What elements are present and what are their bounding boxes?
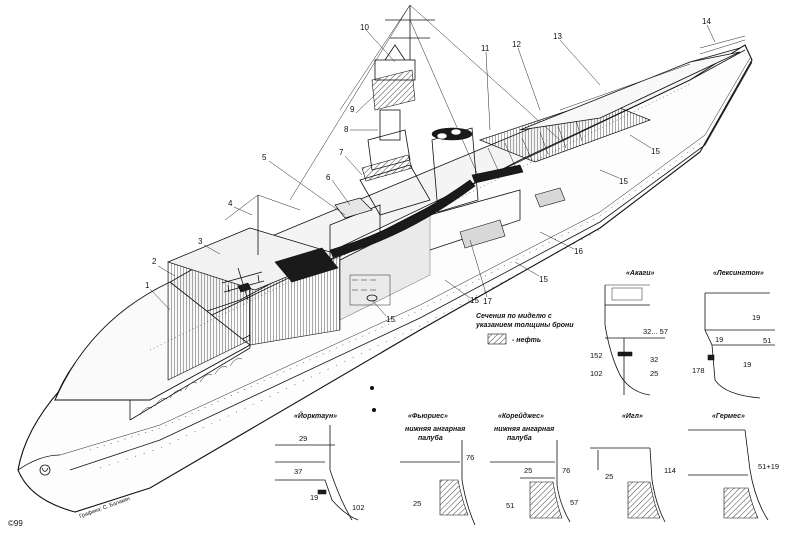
courageous-value-3: 51 [506, 501, 514, 510]
yorktown-title: «Йорктаун» [294, 411, 337, 420]
courageous-value-4: 57 [570, 498, 578, 507]
lexington-value-1: 19 [752, 313, 760, 322]
akagi-value-2: 32 [650, 355, 658, 364]
eagle-value-2: 25 [605, 472, 613, 481]
section-hermes: «Гермес» 51+19 [688, 413, 779, 521]
callout-8: 8 [344, 125, 349, 134]
callout-5: 5 [262, 153, 267, 162]
yorktown-value-2: 37 [294, 467, 302, 476]
aft-flight-deck [519, 51, 741, 131]
callout-11: 11 [481, 44, 490, 53]
porthole-row [89, 139, 706, 469]
section-lexington: «Лексингтон» 19 51 19 178 19 [692, 270, 775, 399]
courageous-deck-line2: палуба [507, 434, 532, 442]
akagi-value-4: 25 [650, 369, 658, 378]
akagi-value-3: 152 [590, 351, 603, 360]
callout-9: 9 [350, 105, 355, 114]
anchor-icon [39, 464, 51, 476]
section-yorktown: «Йорктаун» 29 37 19 102 [275, 411, 365, 521]
callout-15c: 15 [539, 275, 548, 284]
lexington-title: «Лексингтон» [713, 270, 764, 277]
callout-15d: 15 [470, 296, 479, 305]
furious-value-1: 76 [466, 453, 474, 462]
eagle-title: «Игл» [622, 413, 643, 420]
lexington-value-4: 178 [692, 366, 705, 375]
courageous-value-2: 76 [562, 466, 570, 475]
hermes-value-1: 51+19 [758, 462, 779, 471]
yorktown-value-1: 29 [299, 434, 307, 443]
forward-mast [224, 194, 301, 255]
aft-hangar-roof [478, 99, 651, 171]
callout-17: 17 [483, 297, 492, 306]
callout-13: 13 [553, 32, 562, 41]
funnel [431, 127, 479, 213]
hermes-title: «Гермес» [712, 413, 745, 420]
section-furious: «Фьюриес» нижняя ангарная палуба 76 25 [400, 413, 476, 526]
callout-3: 3 [198, 237, 203, 246]
section-courageous: «Корейджес» нижняя ангарная палуба 25 76… [490, 412, 578, 523]
eagle-value-1: 114 [664, 466, 676, 475]
legend: Сечения по миделю с указанием толщины бр… [475, 312, 574, 345]
callout-15e: 15 [386, 315, 395, 324]
callout-12: 12 [512, 40, 521, 49]
legend-fuel-label: - нефть [512, 337, 541, 344]
callout-10: 10 [360, 23, 369, 32]
island-superstructure [289, 4, 561, 261]
furious-deck-line1: нижняя ангарная [405, 426, 465, 433]
callout-numbers: 1 2 3 4 5 6 7 8 9 10 11 12 13 14 15 15 1… [145, 17, 711, 324]
courageous-value-1: 25 [524, 466, 532, 475]
courageous-deck-line1: нижняя ангарная [494, 426, 554, 433]
lexington-value-3: 19 [715, 335, 723, 344]
elevator-well [274, 247, 339, 283]
furious-value-2: 25 [413, 499, 421, 508]
tripod-mast [289, 4, 561, 201]
midship-structures [339, 187, 566, 321]
akagi-value-5: 102 [590, 369, 603, 378]
callout-2: 2 [152, 257, 157, 266]
callout-6: 6 [326, 173, 331, 182]
leader-lines [149, 24, 716, 317]
akagi-title: «Акаги» [626, 270, 654, 277]
lexington-value-5: 19 [743, 360, 751, 369]
callout-1: 1 [145, 281, 150, 290]
section-eagle: «Игл» 114 25 [590, 413, 676, 523]
legend-title-line2: указанием толщины брони [475, 321, 574, 329]
lexington-value-2: 51 [763, 336, 771, 345]
yorktown-value-4: 102 [352, 503, 365, 512]
furious-title: «Фьюриес» [408, 413, 448, 420]
yorktown-value-3: 19 [310, 493, 318, 502]
legend-title-line1: Сечения по миделю с [476, 312, 552, 320]
furious-deck-line2: палуба [418, 434, 443, 442]
section-akagi: «Акаги» 32... 57 32 152 25 102 [590, 270, 668, 396]
callout-15b: 15 [619, 177, 628, 186]
fuel-swatch [487, 333, 507, 345]
callout-16: 16 [574, 247, 583, 256]
callout-14: 14 [702, 17, 711, 26]
page-number: ©99 [8, 519, 23, 528]
callout-15a: 15 [651, 147, 660, 156]
courageous-title: «Корейджес» [498, 412, 544, 420]
callout-4: 4 [228, 199, 233, 208]
biplane-icon [221, 267, 265, 301]
akagi-value-1: 32... 57 [643, 327, 668, 336]
callout-7: 7 [339, 148, 344, 157]
